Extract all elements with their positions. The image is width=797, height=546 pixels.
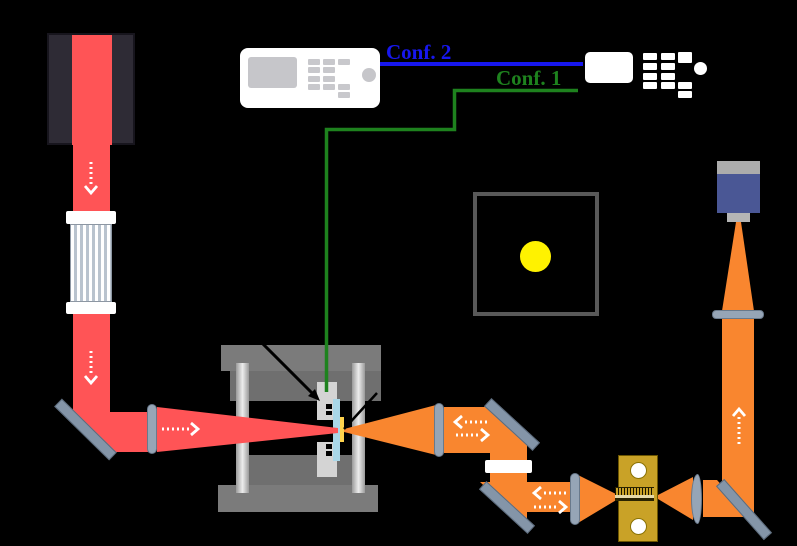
camera-top-cap xyxy=(717,161,760,174)
computer-key xyxy=(678,82,692,89)
sample-target xyxy=(340,417,344,442)
conf2-label: Conf. 2 xyxy=(386,40,452,64)
generator-button xyxy=(338,84,350,90)
computer-mouse xyxy=(694,62,707,75)
orange-cone-from-slit xyxy=(658,477,693,520)
mount-hole-bottom xyxy=(630,518,647,535)
generator-button xyxy=(323,67,335,73)
computer-key xyxy=(643,73,657,80)
generator-button xyxy=(338,92,350,98)
mount-hole-top xyxy=(630,462,647,479)
computer-key xyxy=(661,63,675,70)
generator-button xyxy=(323,59,335,65)
generator-button xyxy=(308,67,320,73)
fold-mirror-1 xyxy=(54,398,117,461)
chamber-post-left xyxy=(236,363,249,493)
right-arrowhead xyxy=(558,499,569,515)
computer-key xyxy=(678,91,692,98)
generator-button xyxy=(308,59,320,65)
generator-button xyxy=(338,59,350,65)
fold-mirror-2 xyxy=(483,398,541,451)
meniscus-lens xyxy=(691,474,702,524)
generator-screen xyxy=(248,57,297,88)
focusing-lens xyxy=(147,404,157,454)
computer-key xyxy=(661,73,675,80)
beam-attenuator xyxy=(70,224,112,302)
collection-lens xyxy=(434,403,444,457)
holder-screw-mark xyxy=(326,404,332,409)
right-arrowhead xyxy=(190,421,201,437)
computer-key xyxy=(643,63,657,70)
down-arrowhead xyxy=(83,375,99,386)
holder-screw-mark xyxy=(326,451,332,456)
filter-plate xyxy=(485,460,532,473)
computer-monitor xyxy=(585,52,633,83)
generator-knob xyxy=(362,68,376,82)
orange-cone-to-slit xyxy=(578,475,618,523)
generator-button xyxy=(308,76,320,82)
computer-key xyxy=(661,82,675,89)
holder-screw-mark xyxy=(326,444,332,449)
slit-mount xyxy=(615,455,658,542)
camera-lens-mount xyxy=(727,213,750,222)
computer-key xyxy=(643,82,657,89)
computer-key xyxy=(661,53,675,60)
fold-mirror-3 xyxy=(478,481,536,534)
attenuator-cap-bottom xyxy=(66,302,116,314)
relay-lens xyxy=(570,473,580,525)
right-arrowhead xyxy=(480,427,491,443)
left-arrowhead xyxy=(452,414,463,430)
up-arrowhead xyxy=(731,406,747,417)
laser-internal-beam xyxy=(72,35,112,145)
down-arrowhead xyxy=(83,185,99,196)
generator-button xyxy=(308,84,320,90)
fold-mirror-4 xyxy=(715,478,773,541)
left-arrowhead xyxy=(531,485,542,501)
generator-button xyxy=(323,76,335,82)
attenuator-cap-top xyxy=(66,211,116,224)
chamber-post-right xyxy=(352,363,365,493)
imaging-lens xyxy=(712,310,764,319)
camera-body xyxy=(717,174,760,213)
orange-cone-to-camera xyxy=(722,222,754,311)
generator-button xyxy=(323,84,335,90)
signal-generator xyxy=(240,48,380,108)
slit-scale xyxy=(615,487,654,501)
inset-spot xyxy=(520,241,551,272)
glass-slide xyxy=(333,399,340,461)
computer-key xyxy=(678,52,692,63)
inset-image xyxy=(473,192,599,316)
conf1-label: Conf. 1 xyxy=(496,66,562,90)
computer-key xyxy=(643,53,657,60)
holder-screw-mark xyxy=(326,411,332,415)
